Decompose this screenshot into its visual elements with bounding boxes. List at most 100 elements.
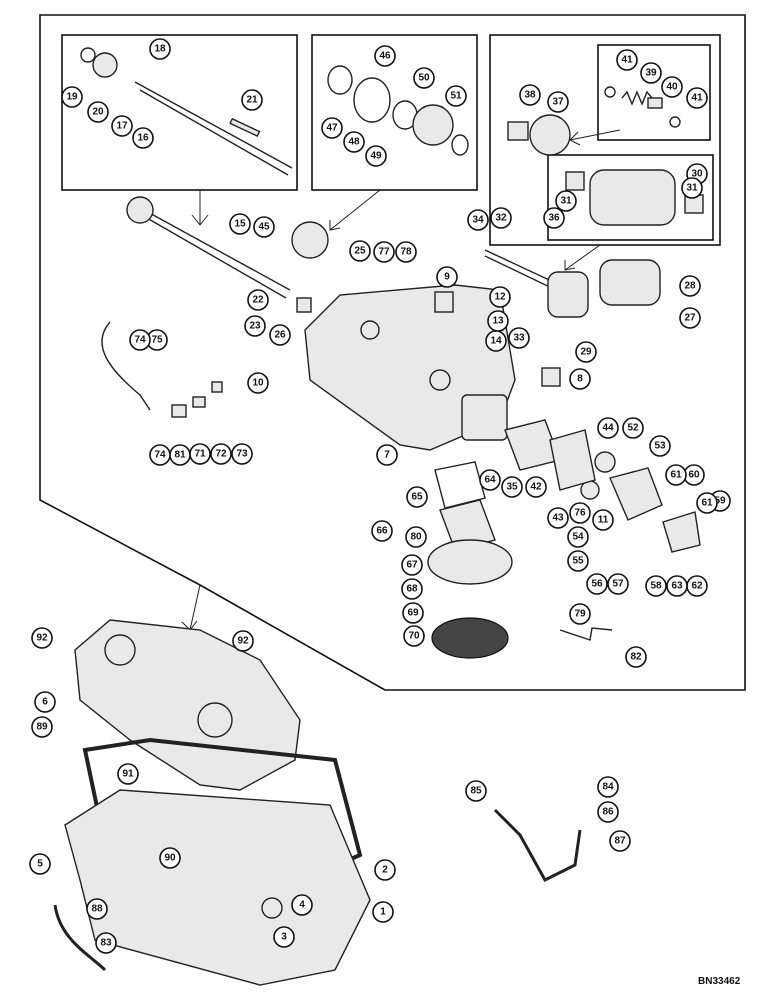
callout-circle — [445, 85, 467, 107]
callout-label: 34 — [472, 215, 484, 226]
callout-circle — [401, 578, 423, 600]
callout-label: 45 — [258, 222, 270, 233]
callout-circle — [129, 329, 151, 351]
callout-circle — [61, 86, 83, 108]
callout-36: 36 — [543, 207, 565, 229]
callout-circle — [373, 241, 395, 263]
callout-circle — [679, 307, 701, 329]
callout-label: 68 — [406, 584, 418, 595]
callout-68: 68 — [401, 578, 423, 600]
callout-label: 49 — [370, 151, 382, 162]
callout-circle — [87, 101, 109, 123]
callout-55: 55 — [567, 550, 589, 572]
spring-cap-right — [669, 116, 681, 128]
driven-gear — [291, 221, 329, 259]
callout-label: 18 — [154, 44, 166, 55]
drain-plug — [261, 897, 283, 919]
housing-port-2 — [429, 369, 451, 391]
callout-circle — [665, 464, 687, 486]
callout-label: 92 — [36, 633, 48, 644]
callout-circle — [343, 131, 365, 153]
callout-label: 36 — [548, 213, 560, 224]
detail-box-spring — [597, 44, 711, 141]
callout-circle — [273, 926, 295, 948]
callout-circle — [597, 801, 619, 823]
assembled-housing — [74, 619, 301, 791]
callout-circle — [395, 241, 417, 263]
callout-circle — [547, 507, 569, 529]
detail-box-sleeve — [489, 34, 721, 246]
callout-circle — [649, 435, 671, 457]
callout-label: 84 — [602, 782, 614, 793]
callout-label: 15 — [234, 219, 246, 230]
callout-label: 92 — [237, 636, 249, 647]
callout-34: 34 — [467, 209, 489, 231]
callout-circle — [159, 847, 181, 869]
callout-48: 48 — [343, 131, 365, 153]
callout-label: 21 — [246, 95, 258, 106]
callout-circle — [490, 207, 512, 229]
housing-port-1 — [360, 320, 380, 340]
detail-box-gear — [311, 34, 478, 191]
callout-circle — [681, 177, 703, 199]
callout-circle — [640, 62, 662, 84]
callout-86: 86 — [597, 801, 619, 823]
callout-circle — [567, 550, 589, 572]
callout-label: 85 — [470, 786, 482, 797]
callout-29: 29 — [575, 341, 597, 363]
callout-circle — [321, 117, 343, 139]
callout-23: 23 — [244, 315, 266, 337]
callout-label: 33 — [513, 333, 525, 344]
callout-label: 56 — [591, 579, 603, 590]
callout-31: 31 — [555, 190, 577, 212]
callout-label: 91 — [122, 769, 134, 780]
callout-15: 15 — [229, 213, 251, 235]
callout-circle — [374, 45, 396, 67]
callout-label: 39 — [645, 68, 657, 79]
bushing-left — [565, 171, 585, 191]
oil-pan-plug-70 — [431, 617, 509, 659]
callout-circle — [117, 763, 139, 785]
callout-circle — [607, 573, 629, 595]
callout-circle — [229, 213, 251, 235]
callout-circle — [645, 575, 667, 597]
callout-52: 52 — [622, 417, 644, 439]
callout-84: 84 — [597, 776, 619, 798]
callout-label: 75 — [151, 335, 163, 346]
callout-circle — [622, 417, 644, 439]
callout-circle — [609, 830, 631, 852]
callout-41: 41 — [616, 49, 638, 71]
callout-label: 52 — [627, 423, 639, 434]
callout-label: 64 — [484, 475, 496, 486]
callout-69: 69 — [402, 602, 424, 624]
callout-label: 43 — [552, 513, 564, 524]
callout-22: 22 — [247, 289, 269, 311]
callout-11: 11 — [592, 509, 614, 531]
callout-label: 27 — [684, 313, 696, 324]
detail-arrow-shaft — [191, 190, 209, 226]
callout-label: 51 — [450, 91, 462, 102]
callout-label: 61 — [670, 470, 682, 481]
callout-label: 61 — [701, 498, 713, 509]
callout-25: 25 — [349, 240, 371, 262]
spring — [621, 90, 653, 106]
callout-circle — [374, 859, 396, 881]
callout-57: 57 — [607, 573, 629, 595]
callout-label: 22 — [252, 295, 264, 306]
callout-circle — [169, 444, 191, 466]
callout-20: 20 — [87, 101, 109, 123]
callout-87: 87 — [609, 830, 631, 852]
callout-label: 32 — [495, 213, 507, 224]
spring-cap-left — [604, 86, 616, 98]
callout-label: 78 — [400, 247, 412, 258]
callout-31: 31 — [681, 177, 703, 199]
callout-label: 29 — [580, 347, 592, 358]
callout-label: 73 — [236, 449, 248, 460]
callout-43: 43 — [547, 507, 569, 529]
callout-circle — [567, 526, 589, 548]
callout-label: 82 — [630, 652, 642, 663]
callout-circle — [210, 443, 232, 465]
callout-21: 21 — [241, 89, 263, 111]
callout-56: 56 — [586, 573, 608, 595]
detail-arrow-sleeve — [564, 244, 601, 271]
